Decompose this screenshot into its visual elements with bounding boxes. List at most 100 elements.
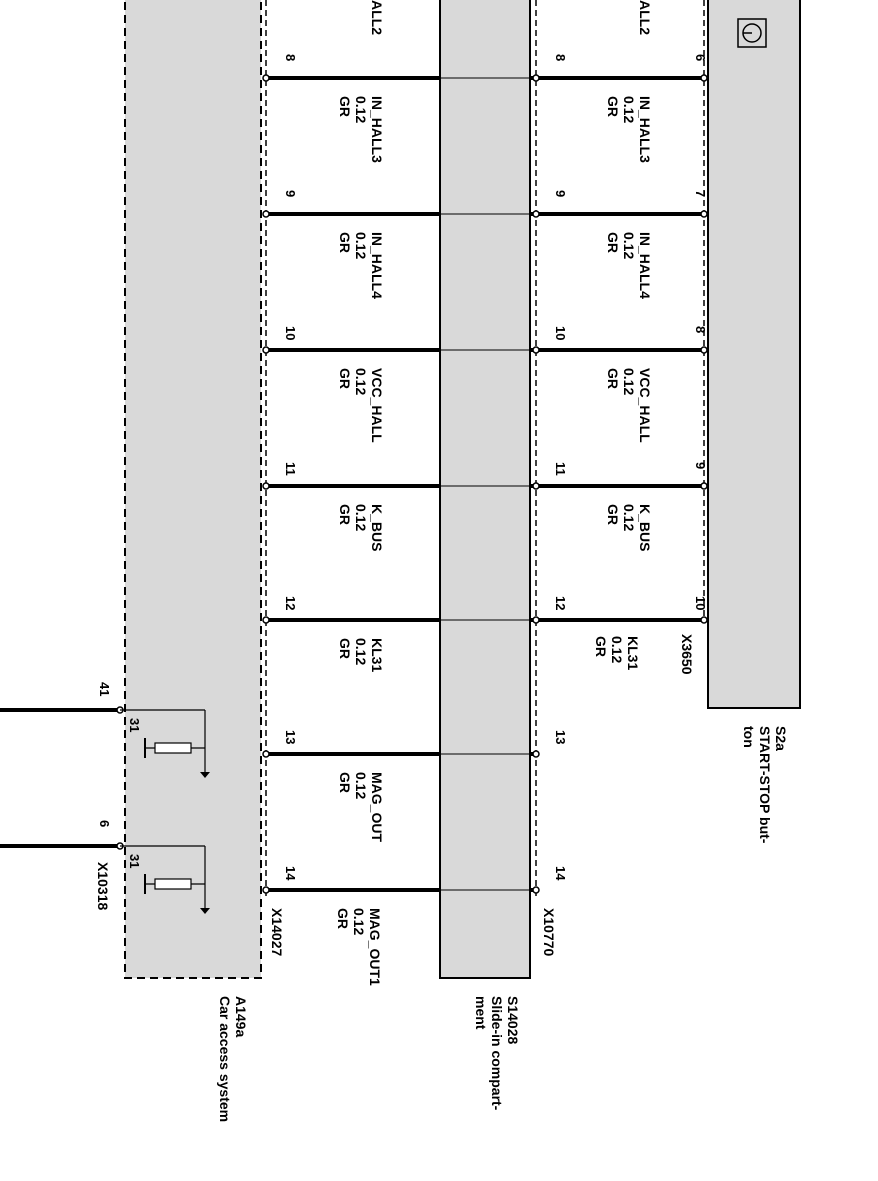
wire-color: GR bbox=[337, 772, 353, 793]
pin-terminal bbox=[532, 74, 540, 82]
signal-name: VCC_HALL bbox=[637, 368, 653, 443]
pin-label: 11 bbox=[553, 462, 568, 476]
car-access-title: A149a Car access system bbox=[217, 996, 249, 1122]
car-access-module bbox=[124, 0, 262, 979]
pin-label-6: 6 bbox=[97, 820, 112, 827]
signal-name: IN_HALL4 bbox=[637, 232, 653, 299]
connector-x10770-label: X10770 bbox=[541, 908, 557, 956]
wire-group bbox=[262, 74, 708, 894]
pin-terminal bbox=[700, 346, 708, 354]
signal-name: IN_HALL3 bbox=[369, 96, 385, 163]
pin-label-41: 41 bbox=[97, 682, 112, 696]
signal-name: K_BUS bbox=[369, 504, 385, 551]
pin-label: 12 bbox=[553, 596, 568, 610]
ground-circuit-1: 31 bbox=[120, 709, 210, 778]
pin-terminal bbox=[262, 482, 270, 490]
connector-x10318-label: X10318 bbox=[95, 862, 111, 910]
connector-x3650-label: X3650 bbox=[679, 634, 695, 675]
pin-label: 10 bbox=[693, 596, 708, 610]
signal-name: K_BUS bbox=[637, 504, 653, 551]
wire-color: GR bbox=[337, 504, 353, 525]
pin-terminal bbox=[262, 210, 270, 218]
ground-pin-label: 31 bbox=[127, 854, 142, 868]
wire-color: GR bbox=[605, 232, 621, 253]
start-stop-title: S2a START-STOP but- ton bbox=[741, 726, 789, 844]
pin-label: 14 bbox=[283, 866, 298, 881]
wire-size: 0.12 bbox=[353, 232, 369, 259]
pin-terminal bbox=[700, 210, 708, 218]
wire-color: GR bbox=[337, 638, 353, 659]
signal-name: IN_HALL3 bbox=[637, 96, 653, 163]
slide-in-title: S14028 Slide-in compart- ment bbox=[473, 996, 521, 1111]
pin-terminal bbox=[700, 482, 708, 490]
signal-name: MAG_OUT1 bbox=[367, 908, 383, 986]
pin-label: 11 bbox=[283, 462, 298, 476]
pin-label: 9 bbox=[283, 190, 298, 197]
start-stop-button-module bbox=[707, 0, 801, 709]
wire-size: 0.12 bbox=[621, 232, 637, 259]
pin-label: 9 bbox=[693, 462, 708, 469]
wire-size: 0.12 bbox=[353, 368, 369, 395]
pin-terminal bbox=[262, 346, 270, 354]
wire-color: GR bbox=[335, 908, 351, 929]
pin-label: 12 bbox=[283, 596, 298, 610]
pin-label: 6 bbox=[693, 54, 708, 61]
wire-color: GR bbox=[593, 636, 609, 657]
wire-color: GR bbox=[605, 504, 621, 525]
pin-label: 10 bbox=[553, 326, 568, 340]
pin-label: 7 bbox=[693, 190, 708, 197]
component-name: Car access system bbox=[217, 996, 233, 1122]
pin-terminal bbox=[262, 886, 270, 894]
signal-name: KL31 bbox=[369, 638, 385, 672]
wire-color: GR bbox=[605, 96, 621, 117]
pin-terminal bbox=[532, 346, 540, 354]
wire-size: 0.12 bbox=[609, 636, 625, 663]
power-button-icon bbox=[737, 18, 767, 48]
pin-terminal bbox=[262, 750, 270, 758]
signal-name: VCC_HALL bbox=[369, 368, 385, 443]
pin-terminal bbox=[532, 482, 540, 490]
wire-size: 0.12 bbox=[353, 638, 369, 665]
pin-label: 10 bbox=[283, 326, 298, 340]
signal-name: ALL2 bbox=[637, 0, 653, 35]
wire-size: 0.12 bbox=[353, 96, 369, 123]
ground-circuit-2: 31 bbox=[120, 845, 210, 914]
pin-label: 8 bbox=[283, 54, 298, 61]
signal-name: KL31 bbox=[625, 636, 641, 670]
signal-name: ALL2 bbox=[369, 0, 385, 35]
pin-terminal bbox=[532, 886, 540, 894]
wire-size: 0.12 bbox=[351, 908, 367, 935]
component-id: S14028 bbox=[505, 996, 521, 1044]
pin-label: 13 bbox=[553, 730, 568, 744]
signal-name: IN_HALL4 bbox=[369, 232, 385, 299]
bottom-mag-out1-label: MAG_OUT1 0.12 GR bbox=[335, 908, 383, 986]
ground-pin-label: 31 bbox=[127, 718, 142, 732]
component-id: A149a bbox=[233, 996, 249, 1037]
wire-size: 0.12 bbox=[621, 368, 637, 395]
pin-label: 8 bbox=[553, 54, 568, 61]
pin-terminal bbox=[532, 750, 540, 758]
wire-color: GR bbox=[337, 96, 353, 117]
component-name: ment bbox=[473, 996, 489, 1030]
pin-terminal bbox=[532, 616, 540, 624]
pin-label: 13 bbox=[283, 730, 298, 744]
pin-terminal bbox=[700, 616, 708, 624]
wire-size: 0.12 bbox=[353, 772, 369, 799]
component-id: S2a bbox=[773, 726, 789, 751]
pin-terminal bbox=[700, 74, 708, 82]
component-name: ton bbox=[741, 726, 757, 748]
slide-in-compartment-module bbox=[439, 0, 531, 979]
wire-color: GR bbox=[337, 368, 353, 389]
pin-terminal bbox=[262, 74, 270, 82]
pin-label: 14 bbox=[553, 866, 568, 881]
wire-color: GR bbox=[605, 368, 621, 389]
passthrough-group bbox=[440, 77, 530, 891]
signal-name: MAG_OUT bbox=[369, 772, 385, 842]
component-name: START-STOP but- bbox=[757, 726, 773, 844]
connector-x14027-label: X14027 bbox=[269, 908, 285, 956]
wire-size: 0.12 bbox=[621, 504, 637, 531]
right-kl31-label: KL31 0.12 GR bbox=[593, 636, 641, 670]
wire-size: 0.12 bbox=[621, 96, 637, 123]
